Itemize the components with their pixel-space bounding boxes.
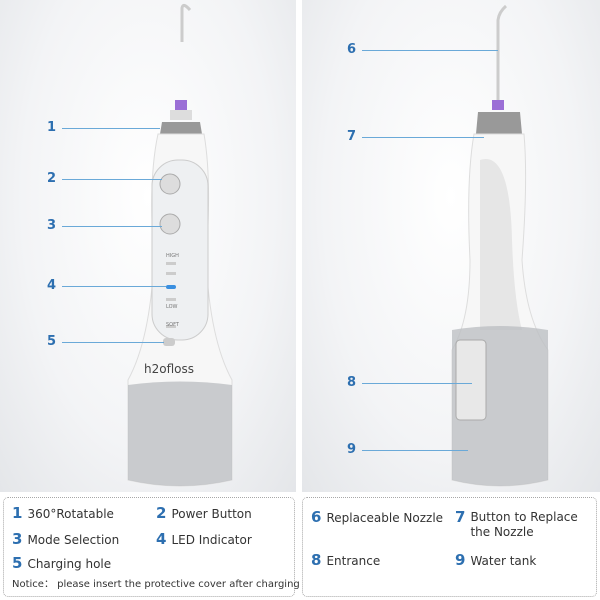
callout-6: 6 bbox=[347, 42, 357, 57]
callout-9: 9 bbox=[347, 442, 357, 457]
callout-5: 5 bbox=[47, 334, 57, 349]
callout-7: 7 bbox=[347, 129, 357, 144]
led-label-low: LOW bbox=[166, 304, 178, 310]
callout-2: 2 bbox=[47, 171, 57, 186]
back-view-panel bbox=[302, 0, 600, 492]
callout-4: 4 bbox=[47, 278, 57, 293]
charging-notice: Notice： please insert the protective cov… bbox=[12, 579, 300, 590]
led-label-high: HIGH bbox=[166, 253, 179, 259]
brand-logo: h2ofloss bbox=[144, 362, 194, 376]
callout-1: 1 bbox=[47, 120, 57, 135]
callout-8: 8 bbox=[347, 375, 357, 390]
callout-3: 3 bbox=[47, 218, 57, 233]
water-flosser-front-image bbox=[127, 3, 233, 487]
water-flosser-back-image bbox=[451, 4, 549, 487]
led-label-soft: SOFT bbox=[166, 322, 179, 328]
